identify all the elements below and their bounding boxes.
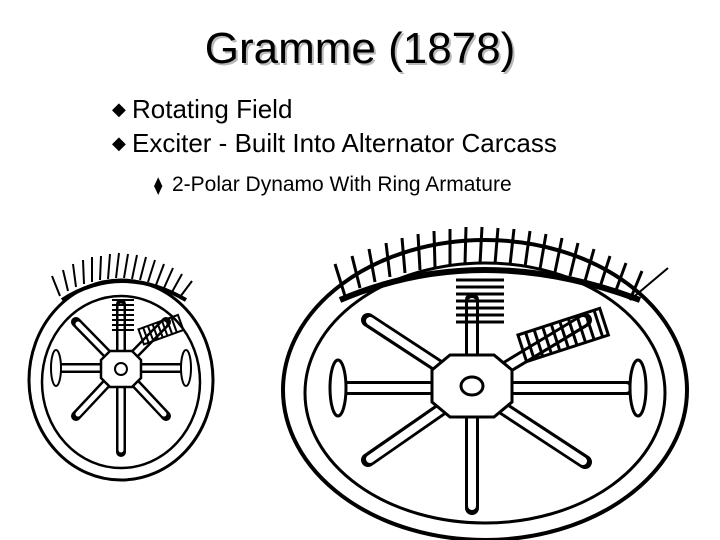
large-gramme-machine-drawing [283, 227, 687, 540]
small-gramme-machine-drawing [29, 253, 213, 480]
